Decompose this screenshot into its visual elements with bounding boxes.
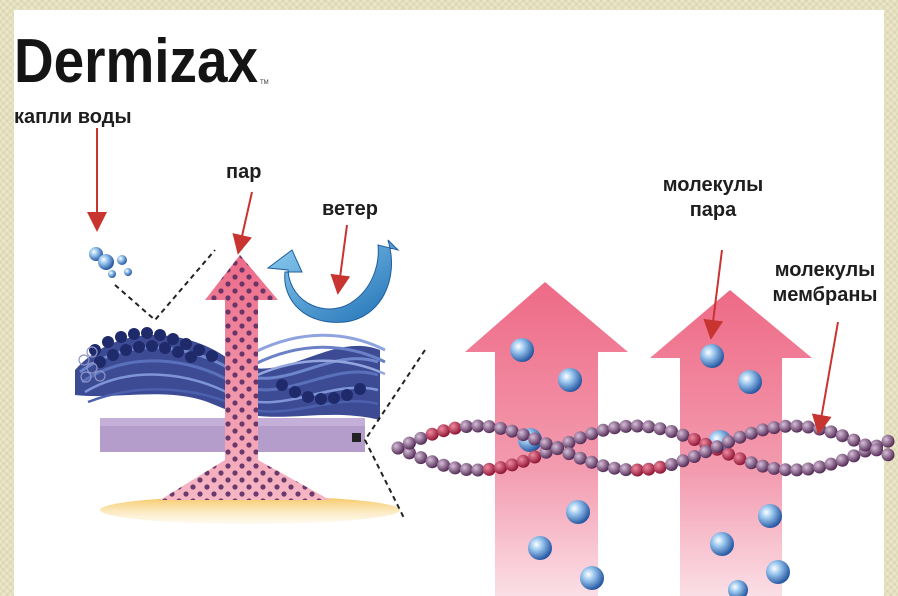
membrane-bead xyxy=(756,460,769,473)
membrane-bead xyxy=(688,450,701,463)
membrane-bead xyxy=(562,436,575,449)
membrane-bead xyxy=(426,455,439,468)
membrane-bead xyxy=(437,459,450,472)
membrane-bead xyxy=(813,461,826,474)
membrane-bead xyxy=(642,463,655,476)
membrane-bead xyxy=(608,421,621,434)
membrane-bead xyxy=(619,463,632,476)
membrane-bead xyxy=(768,462,781,475)
membrane-bead xyxy=(540,437,553,450)
membrane-bead xyxy=(836,454,849,467)
membrane-bead xyxy=(528,433,541,446)
membrane-bead xyxy=(768,421,781,434)
membrane-bead xyxy=(733,452,746,465)
membrane-bead xyxy=(802,421,815,434)
membrane-bead xyxy=(688,433,701,446)
membrane-bead xyxy=(631,464,644,477)
label-membrane-molecules-line1: молекулы xyxy=(775,259,875,281)
membrane-bead xyxy=(414,432,427,445)
membrane-bead xyxy=(802,463,815,476)
membrane-bead xyxy=(745,427,758,440)
label-membrane-molecules-line2: мембраны xyxy=(772,284,877,306)
membrane-bead xyxy=(665,425,678,438)
membrane-bead xyxy=(847,449,860,462)
label-wind: ветер xyxy=(322,198,378,220)
membrane-bead xyxy=(597,424,610,437)
membrane-bead xyxy=(414,451,427,464)
membrane-bead xyxy=(517,428,530,441)
membrane-bead xyxy=(790,420,803,433)
label-vapor-molecules-line2: пара xyxy=(690,199,737,221)
label-steam: пар xyxy=(226,161,261,183)
membrane-bead xyxy=(483,463,496,476)
membrane-bead xyxy=(574,452,587,465)
membrane-bead xyxy=(870,443,883,456)
brand-tm: TM xyxy=(260,80,269,86)
membrane-bead xyxy=(528,451,541,464)
membrane-bead xyxy=(426,428,439,441)
membrane-bead xyxy=(699,445,712,458)
membrane-bead xyxy=(562,447,575,460)
membrane-bead xyxy=(483,420,496,433)
membrane-bead xyxy=(574,431,587,444)
membrane-bead xyxy=(676,454,689,467)
membrane-bead xyxy=(882,448,895,461)
membrane-bead xyxy=(471,464,484,477)
membrane-bead xyxy=(403,437,416,450)
membrane-bead xyxy=(460,420,473,433)
membrane-bead xyxy=(585,456,598,469)
membrane-bead xyxy=(619,420,632,433)
label-water-drops: капли воды xyxy=(14,106,132,128)
skin-base-layer xyxy=(100,496,400,524)
brand-name: Dermizax xyxy=(14,27,258,96)
membrane-bead xyxy=(506,458,519,471)
membrane-bead xyxy=(608,462,621,475)
membrane-bead xyxy=(585,427,598,440)
water-drops xyxy=(89,247,132,278)
membrane-bead xyxy=(494,461,507,474)
membrane-bead xyxy=(882,435,895,448)
membrane-bead xyxy=(494,422,507,435)
membrane-bead xyxy=(722,435,735,448)
membrane-bead xyxy=(506,425,519,438)
membrane-bead xyxy=(733,431,746,444)
brand-logo: Dermizax TM xyxy=(14,27,269,96)
membrane-bead xyxy=(790,463,803,476)
membrane-bead xyxy=(836,429,849,442)
membrane-bead xyxy=(756,423,769,436)
membrane-bead xyxy=(779,420,792,433)
wind-arrow xyxy=(268,240,398,322)
membrane-bead xyxy=(654,422,667,435)
membrane-bead xyxy=(517,455,530,468)
membrane-bead xyxy=(642,420,655,433)
membrane-bead xyxy=(722,448,735,461)
membrane-bead xyxy=(676,429,689,442)
membrane-bead xyxy=(471,420,484,433)
membrane-bead xyxy=(597,459,610,472)
membrane-bead xyxy=(779,463,792,476)
membrane-molecule-chains xyxy=(392,420,895,477)
membrane-bead xyxy=(551,442,564,455)
membrane-bead xyxy=(449,461,462,474)
membrane-bead xyxy=(460,463,473,476)
membrane-bead xyxy=(825,425,838,438)
membrane-bead xyxy=(859,439,872,452)
membrane-bead xyxy=(847,434,860,447)
membrane-bead xyxy=(437,424,450,437)
membrane-bead xyxy=(745,456,758,469)
membrane-bead xyxy=(711,440,724,453)
pointer-arrows-left xyxy=(97,128,347,285)
membrane-bead xyxy=(654,461,667,474)
membrane-bead xyxy=(825,458,838,471)
membrane-bead xyxy=(665,458,678,471)
membrane-bead xyxy=(449,422,462,435)
membrane-bead xyxy=(392,442,405,455)
label-vapor-molecules-line1: молекулы xyxy=(663,174,763,196)
membrane-bead xyxy=(631,420,644,433)
